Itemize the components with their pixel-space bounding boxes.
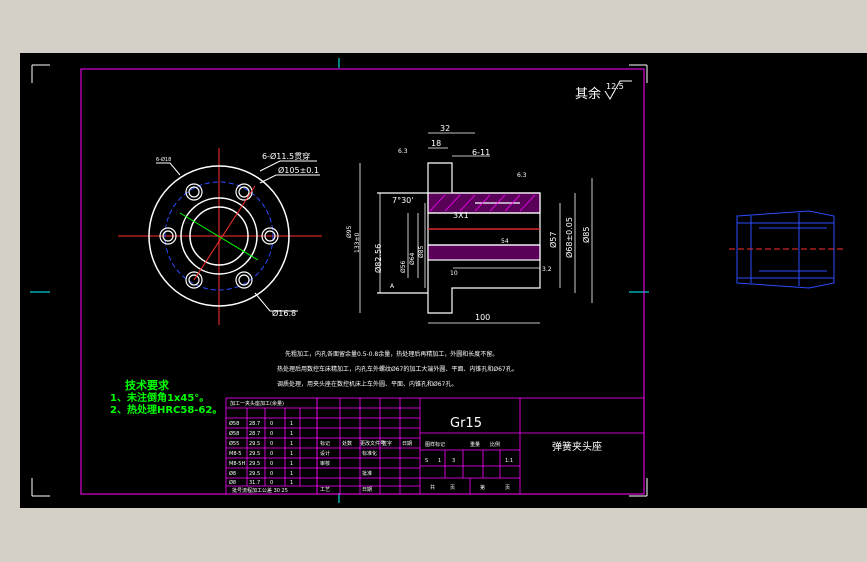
pt-r5-c0: Ø8 [229, 470, 236, 477]
pt-r1-c1: 28.7 [249, 431, 260, 437]
tech-item-2: 2、热处理HRC58-62。 [110, 403, 222, 416]
dia-85-h: Ø85 [418, 245, 425, 258]
pt-r6-c0: Ø8 [229, 479, 236, 486]
chamfer-7-30: 7°30' [392, 196, 413, 205]
dia-133: 133±0 [354, 233, 361, 253]
pt-r3-c1: 29.5 [249, 451, 260, 457]
pt-r0-c1: 28.7 [249, 421, 260, 427]
pt-r1-c3: 1 [290, 431, 293, 437]
tb-scale-0: S [425, 458, 428, 464]
process-table-rows: Ø58 28.7 0 1 Ø58 28.7 0 1 Ø55 29.5 0 1 M… [229, 420, 293, 486]
tb-sheet-3: 页 [505, 485, 510, 491]
pt-r1-c2: 0 [270, 431, 273, 437]
dia-64: Ø64 [409, 252, 416, 265]
hole-callout: 6-Ø11.5贯穿 [262, 151, 310, 161]
dim-32: 32 [440, 124, 450, 133]
tb-stage-2: 比例 [490, 441, 500, 448]
pt-r1-c0: Ø58 [229, 430, 239, 437]
tb-sheet-2: 第 [480, 484, 485, 491]
pt-r3-c2: 0 [270, 451, 273, 457]
tb-stage-0: 图样标记 [425, 441, 445, 448]
tb-scale-1: 1 [438, 458, 441, 464]
tb-label-10: 日期 [362, 487, 372, 493]
process-table-header: 加工一夹头座加工(余量) [230, 400, 284, 407]
title-block-labels: 标记 处数 更改文件号 签字 日期 设计 标准化 审核 工艺 批准 日期 图样标… [320, 440, 513, 493]
pt-r4-c2: 0 [270, 461, 273, 467]
pt-r5-c2: 0 [270, 471, 273, 477]
section-hatch [429, 194, 536, 212]
thread-3x1: 3X1 [453, 211, 469, 220]
side-part-outline [736, 210, 835, 289]
tech-title: 技术要求 [125, 378, 170, 392]
dia-56: Ø56 [400, 260, 407, 273]
tb-label-7: 审核 [320, 460, 330, 467]
pt-r2-c2: 0 [270, 441, 273, 447]
tb-label-8: 工艺 [320, 487, 330, 493]
tb-label-1: 处数 [342, 440, 352, 447]
small-label: 6-Ø18 [156, 156, 171, 163]
process-table-footer: 批号流程加工公差 30 25 [232, 487, 288, 494]
roughness-note: 其余 [575, 86, 601, 102]
pt-r0-c0: Ø58 [229, 420, 239, 427]
tech-item-1: 1、未注倒角1x45°。 [110, 391, 209, 404]
roughness-value: 12.5 [606, 82, 624, 91]
tb-stage-1: 重量 [470, 441, 480, 448]
tb-scale-2: 3 [452, 458, 455, 464]
pt-r0-c3: 1 [290, 421, 293, 427]
process-note-1: 先粗加工，内孔各面留余量0.5-0.8余量，热处理后再精加工，外圆和长度不留。 [285, 350, 498, 358]
material: Gr15 [450, 416, 482, 431]
process-note-3: 调质处理，用夹头座在数控机床上车外圆、平面、内锥孔和Ø67孔。 [277, 380, 457, 388]
roughness-b: 6.3 [517, 172, 527, 179]
dia-82: Ø82.56 [373, 244, 383, 273]
section-view [377, 162, 541, 314]
dim-54: 54 [501, 238, 509, 245]
process-note-2: 热处理后用数控车床精加工，内孔车外螺纹Ø67的加工大端外圆、平面、内锥孔和Ø67… [277, 365, 518, 373]
title-block [316, 397, 645, 495]
roughness-symbol [604, 80, 632, 100]
tb-label-9: 批准 [362, 470, 372, 477]
pt-r4-c0: M8-5H [229, 461, 245, 467]
pt-r6-c1: 31.7 [249, 480, 260, 486]
pt-r2-c0: Ø55 [229, 440, 239, 447]
tb-sheet-0: 共 [430, 484, 435, 491]
tb-sheet-1: 页 [450, 485, 455, 491]
tb-label-5: 设计 [320, 450, 330, 457]
dim-100: 100 [475, 313, 490, 322]
pt-r4-c1: 29.5 [249, 461, 260, 467]
part-name: 弹簧夹头座 [552, 440, 602, 453]
pt-r4-c3: 1 [290, 461, 293, 467]
pt-r3-c0: M8-5 [229, 451, 241, 457]
drawing-frame [31, 64, 648, 497]
section-dimensions [359, 132, 593, 324]
diameter-16-8: Ø16.8 [272, 308, 296, 318]
dia-85: Ø85 [581, 227, 591, 243]
pt-r2-c3: 1 [290, 441, 293, 447]
dia-95: Ø95 [346, 225, 353, 238]
tb-label-0: 标记 [320, 440, 330, 447]
dia-68: Ø68±0.05 [564, 217, 574, 258]
tb-label-4: 日期 [402, 441, 412, 447]
tb-ratio: 1:1 [505, 458, 513, 464]
pt-r5-c3: 1 [290, 471, 293, 477]
dim-6-11: 6-11 [472, 148, 490, 157]
roughness-c: 3.2 [542, 266, 552, 273]
cad-viewport[interactable]: 其余 12.5 6-Ø11.5贯穿 Ø105±0.1 Ø16.8 6-Ø18 [20, 53, 659, 508]
pt-r0-c2: 0 [270, 421, 273, 427]
pt-r5-c1: 29.5 [249, 471, 260, 477]
tb-label-2: 更改文件号 [360, 440, 385, 447]
roughness-a: 6.3 [398, 148, 408, 155]
side-viewport[interactable] [659, 53, 867, 508]
dia-57: Ø57 [548, 232, 558, 248]
tb-label-3: 签字 [382, 440, 392, 447]
front-view [118, 148, 322, 325]
tb-label-6: 标准化 [362, 450, 377, 457]
pt-r6-c2: 0 [270, 480, 273, 486]
dim-18: 18 [431, 139, 441, 148]
dim-10: 10 [450, 270, 458, 277]
pt-r6-c3: 1 [290, 480, 293, 486]
pt-r3-c3: 1 [290, 451, 293, 457]
pt-r2-c1: 29.5 [249, 441, 260, 447]
datum-a: A [390, 283, 395, 290]
diameter-105: Ø105±0.1 [278, 165, 319, 175]
